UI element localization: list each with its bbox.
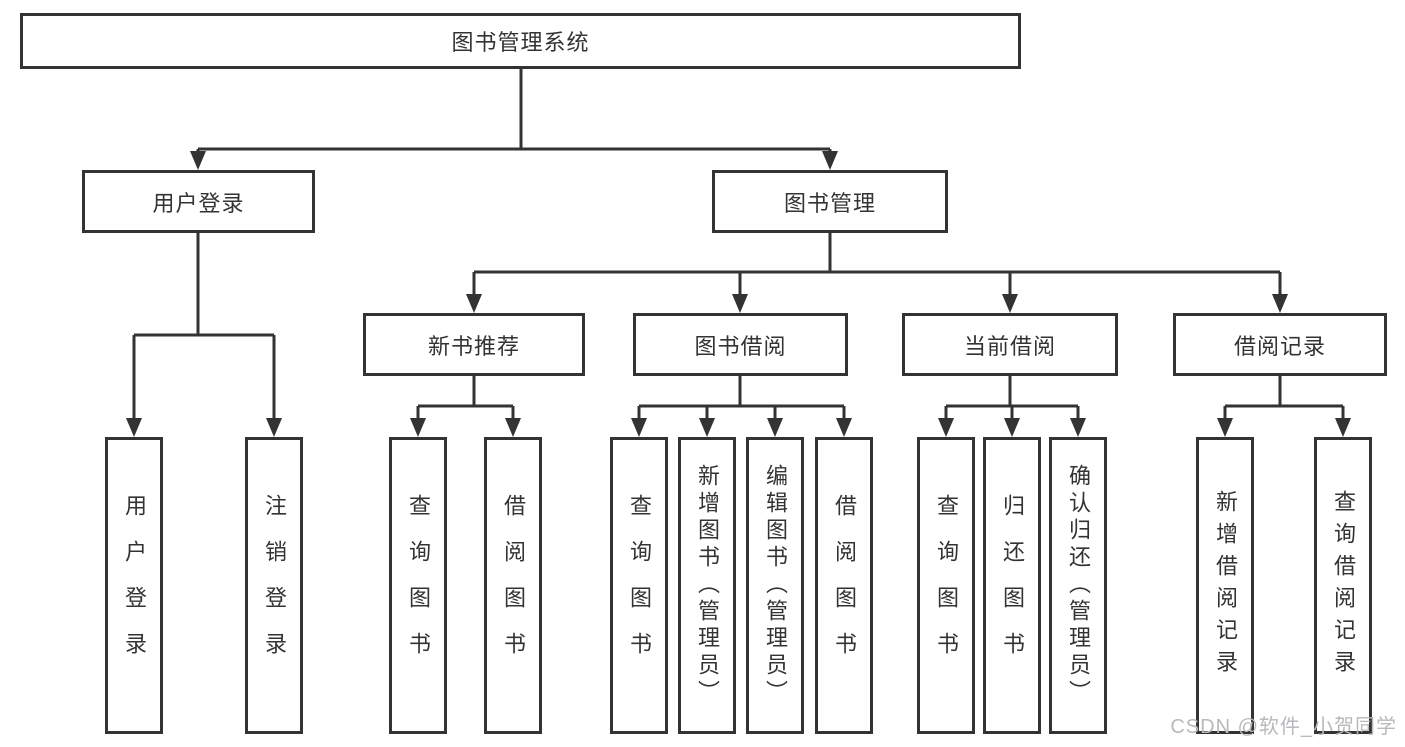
node-borrow-books-recommend: 借阅图书 [484,437,542,734]
node-label: 查询借阅记录 [1331,489,1356,682]
node-user-login: 用户登录 [82,170,315,233]
node-query-books-borrow: 查询图书 [610,437,668,734]
node-label: 用户登录 [122,493,147,678]
node-label: 注销登录 [262,493,287,678]
node-label: 当前借阅 [963,333,1056,359]
node-query-borrow-record: 查询借阅记录 [1314,437,1372,734]
node-label: 归还图书 [1000,493,1025,678]
node-add-borrow-record: 新增借阅记录 [1196,437,1254,734]
node-book-management: 图书管理 [712,170,948,233]
node-borrow-records: 借阅记录 [1173,313,1387,376]
node-label: 编辑图书（管理员） [763,464,788,707]
node-new-book-recommend: 新书推荐 [363,313,585,376]
node-label: 查询图书 [406,493,431,678]
node-add-books-admin: 新增图书（管理员） [678,437,736,734]
node-label: 确认归还（管理员） [1066,464,1091,707]
node-return-books: 归还图书 [983,437,1041,734]
node-label: 查询图书 [934,493,959,678]
watermark: CSDN @软件_小贺同学 [1170,716,1397,738]
node-label: 新增图书（管理员） [695,464,720,707]
node-label: 借阅图书 [832,493,857,678]
node-label: 借阅记录 [1233,333,1326,359]
node-label: 查询图书 [627,493,652,678]
node-label: 用户登录 [152,190,245,216]
node-book-borrow: 图书借阅 [633,313,848,376]
node-label: 图书管理 [783,190,876,216]
node-label: 图书管理系统 [451,30,590,55]
node-label: 图书借阅 [694,333,787,359]
node-label: 新增借阅记录 [1213,489,1238,682]
node-edit-books-admin: 编辑图书（管理员） [746,437,804,734]
node-label: 借阅图书 [501,493,526,678]
node-label: 新书推荐 [427,333,520,359]
node-book-management-system: 图书管理系统 [20,13,1021,69]
node-borrow-books-leaf: 借阅图书 [815,437,873,734]
node-query-books-recommend: 查询图书 [389,437,447,734]
node-current-borrow: 当前借阅 [902,313,1118,376]
node-logout-leaf: 注销登录 [245,437,303,734]
node-query-books-current: 查询图书 [917,437,975,734]
node-confirm-return-admin: 确认归还（管理员） [1049,437,1107,734]
node-user-login-leaf: 用户登录 [105,437,163,734]
